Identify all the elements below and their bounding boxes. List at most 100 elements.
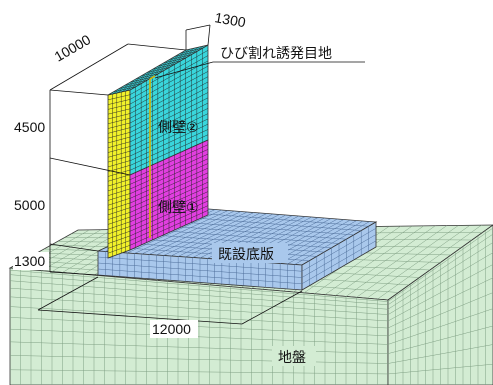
mesh-line xyxy=(156,224,347,240)
mesh-line xyxy=(166,220,354,236)
mesh-line xyxy=(108,183,130,192)
mesh-line xyxy=(108,165,130,172)
mesh-line xyxy=(108,99,130,105)
mesh-line xyxy=(10,317,388,337)
joint-leader xyxy=(154,61,365,79)
mesh-line xyxy=(130,144,208,180)
mesh-line xyxy=(130,81,208,124)
mesh-line xyxy=(10,369,388,375)
mesh-line xyxy=(108,240,130,249)
mesh-line xyxy=(146,67,170,73)
mesh-line xyxy=(108,230,130,240)
mesh-line xyxy=(130,163,208,199)
mesh-line xyxy=(158,60,181,67)
mesh-line xyxy=(388,242,493,310)
mesh-line xyxy=(108,169,130,177)
label-bg-5000 xyxy=(13,196,49,214)
mesh-line xyxy=(108,160,130,168)
mesh-line xyxy=(108,179,130,187)
dim-1300-left-ext xyxy=(49,271,99,276)
mesh-line xyxy=(108,207,130,216)
mesh-line xyxy=(10,274,388,306)
dim-label-upper-height: 4500 xyxy=(14,119,45,135)
mesh-line xyxy=(130,158,208,194)
mesh-line xyxy=(388,363,493,375)
mesh-line xyxy=(108,226,130,235)
mesh-line xyxy=(10,328,388,345)
dim-10000-line xyxy=(49,43,129,91)
dim-1300-top-line xyxy=(185,24,211,31)
mesh-line xyxy=(108,108,130,115)
mesh-line xyxy=(388,264,493,322)
wall-end-mesh xyxy=(108,91,130,257)
mesh-line xyxy=(163,57,186,64)
mesh-line xyxy=(130,60,208,105)
mesh-line xyxy=(130,65,208,110)
label-existing-slab: 既設底版 xyxy=(218,247,274,263)
dim-label-lower-height: 5000 xyxy=(14,197,45,213)
mesh-line xyxy=(130,87,208,128)
ground-front-mesh xyxy=(10,268,388,385)
dim-label-slab-thickness: 1300 xyxy=(14,253,45,269)
mesh-line xyxy=(146,229,340,244)
dim-4500-ext xyxy=(49,157,131,176)
side-wall xyxy=(107,44,209,259)
slab-side-mesh xyxy=(302,226,376,286)
mesh-line xyxy=(174,51,197,57)
mesh-line xyxy=(302,234,376,278)
mesh-line xyxy=(108,235,130,244)
mesh-line xyxy=(119,83,142,89)
mesh-line xyxy=(108,245,130,254)
mesh-line xyxy=(130,108,208,147)
mesh-line xyxy=(388,308,493,345)
dim-10000-ext-a xyxy=(49,89,109,96)
mesh-line xyxy=(169,54,192,60)
label-bg-1300-left xyxy=(13,252,49,270)
wall-lower-mesh xyxy=(130,142,208,248)
dim-1300-ext-b xyxy=(207,24,211,46)
dimension-lines xyxy=(37,24,365,325)
mesh-line xyxy=(108,127,130,134)
label-bg-4500 xyxy=(13,118,49,136)
wall-upper-mesh xyxy=(130,48,208,173)
mesh-line xyxy=(130,153,208,190)
mesh-line xyxy=(108,103,130,110)
mesh-line xyxy=(130,210,208,246)
dim-5000-ext xyxy=(49,243,99,252)
mesh-line xyxy=(108,94,130,101)
mesh-line xyxy=(388,292,493,337)
mesh-line xyxy=(108,150,130,158)
mesh-line xyxy=(108,188,130,196)
mesh-line xyxy=(130,191,208,227)
mesh-line xyxy=(130,129,208,166)
mesh-line xyxy=(108,212,130,220)
mesh-line xyxy=(113,86,136,93)
dim-12000-line xyxy=(37,309,243,325)
label-ground: 地盤 xyxy=(278,350,306,366)
mesh-line xyxy=(108,198,130,206)
mesh-line xyxy=(130,177,208,213)
mesh-line xyxy=(130,50,208,95)
existing-slab xyxy=(97,207,378,291)
mesh-line xyxy=(302,240,376,284)
label-side-wall-2: 側壁② xyxy=(158,120,199,136)
mesh-line xyxy=(302,228,376,272)
mesh-line xyxy=(98,268,302,284)
mesh-line xyxy=(108,122,130,129)
mesh-line xyxy=(135,73,158,80)
mesh-line xyxy=(98,262,302,278)
mesh-line xyxy=(124,80,147,86)
mesh-line xyxy=(130,167,208,204)
dim-label-wall-length: 10000 xyxy=(52,31,94,64)
mesh-line xyxy=(130,76,208,119)
label-bg-ground xyxy=(272,346,316,366)
mesh-line xyxy=(130,55,208,100)
mesh-line xyxy=(130,149,208,185)
mesh-line xyxy=(186,212,369,227)
dim-12000-ext-a xyxy=(37,276,99,311)
label-bg-slab xyxy=(212,243,288,263)
slab-front-mesh xyxy=(98,251,302,290)
mesh-line xyxy=(130,102,208,143)
mesh-line xyxy=(130,196,208,232)
